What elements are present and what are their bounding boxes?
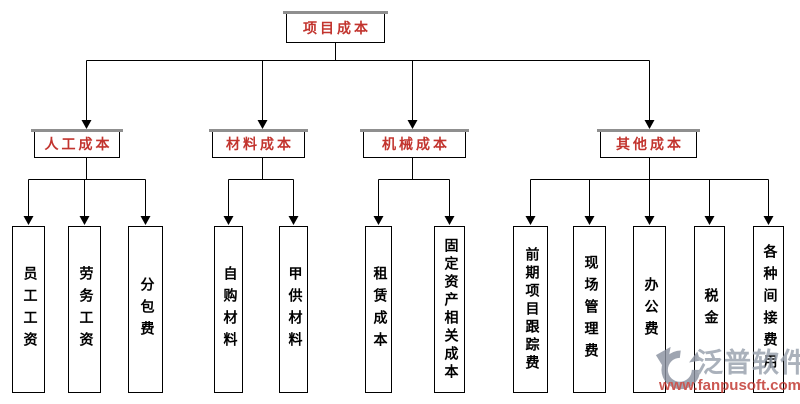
leaf-taxes: 税金 [694,226,725,393]
leaf-labor-service-wages: 劳务工资 [68,226,101,393]
leaf-label: 自购材料 [221,265,237,354]
node-label: 项目成本 [303,21,371,37]
node-other-cost: 其他成本 [597,129,700,158]
leaf-label: 现场管理费 [582,254,598,365]
leaf-label: 固定资产相关成本 [442,237,458,382]
leaf-label: 员工工资 [21,265,37,354]
node-material-cost: 材料成本 [209,129,308,158]
leaf-office-fee: 办公费 [633,226,666,393]
leaf-self-purchased-materials: 自购材料 [214,226,243,393]
leaf-employee-wages: 员工工资 [12,226,45,393]
node-machinery-cost: 机械成本 [360,129,469,158]
leaf-label: 租赁成本 [371,265,387,354]
leaf-label: 劳务工资 [77,265,93,354]
leaf-label: 各种间接费用 [761,243,777,376]
leaf-label: 甲供材料 [286,265,302,354]
node-labor-cost: 人工成本 [31,129,123,158]
node-label: 人工成本 [44,138,113,153]
leaf-early-project-tracking-fee: 前期项目跟踪费 [513,226,548,393]
leaf-site-management-fee: 现场管理费 [573,226,606,393]
leaf-fixed-asset-related-cost: 固定资产相关成本 [434,226,465,393]
leaf-label: 分包费 [138,276,154,343]
leaf-label: 办公费 [642,276,658,343]
node-label: 机械成本 [382,138,450,153]
node-label: 材料成本 [226,138,294,153]
leaf-label: 前期项目跟踪费 [523,246,539,373]
leaf-various-indirect-costs: 各种间接费用 [753,226,784,393]
leaf-label: 税金 [702,287,718,332]
node-label: 其他成本 [616,138,684,153]
leaf-rental-cost: 租赁成本 [365,226,392,393]
node-project-cost: 项目成本 [283,11,388,43]
leaf-subcontract-fee: 分包费 [128,226,163,393]
leaf-owner-supplied-materials: 甲供材料 [279,226,308,393]
